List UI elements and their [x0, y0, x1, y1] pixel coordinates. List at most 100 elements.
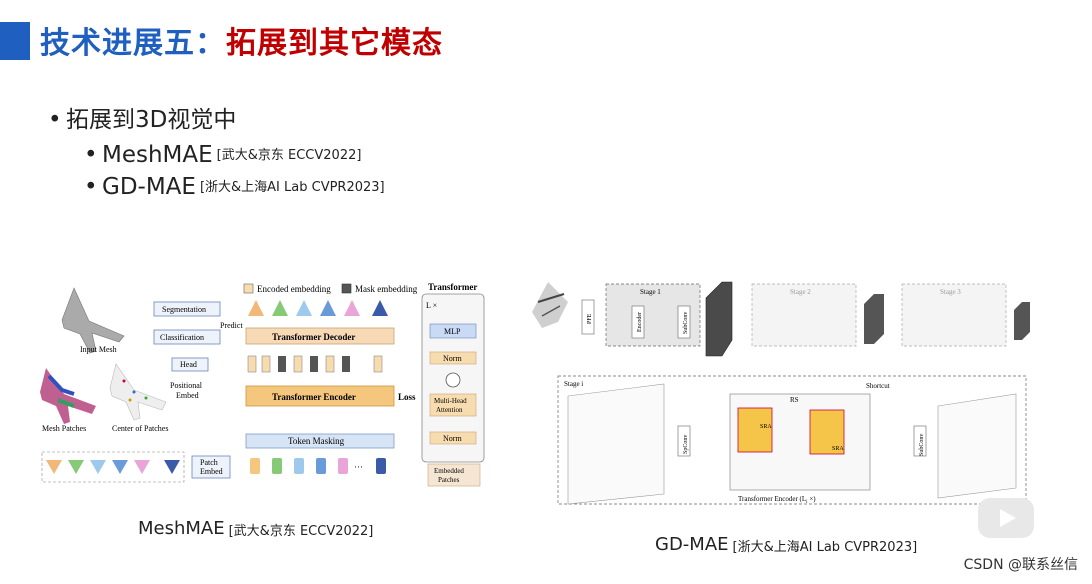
classification-label: Classification — [160, 333, 204, 342]
patch-embed-box — [191, 455, 231, 479]
stage3-label: Stage 3 — [940, 288, 961, 296]
add-icon — [445, 372, 461, 388]
meshmae-caption: MeshMAE[武大&京东 ECCV2022] — [138, 518, 373, 539]
transformer-repeat-label: L × — [426, 301, 437, 310]
shortcut-label: Shortcut — [866, 382, 890, 390]
pfe-label: PFE — [587, 313, 593, 324]
mesh-patches-icon — [40, 368, 96, 424]
stage2-box — [751, 283, 857, 347]
patch-embed-label-1: Patch — [200, 458, 218, 467]
predict-label: Predict — [220, 321, 243, 330]
patch-triangles — [46, 460, 180, 474]
meshmae-diagram: Encoded embedding Mask embedding Input M… — [40, 282, 485, 487]
mha-box — [429, 393, 477, 417]
positional-embed-label-2: Embed — [176, 391, 199, 400]
embedded-patches-box — [427, 463, 481, 487]
segmentation-box — [153, 301, 221, 317]
stage1-encoder — [631, 305, 645, 339]
legend-mask-label: Mask embedding — [355, 284, 418, 294]
stage1-label: Stage 1 — [640, 288, 661, 296]
stage1-subconv-label: SubConv — [683, 312, 689, 334]
gdmae-diagram: PFE Stage 1 Encoder SubConv Stage 2 Stag… — [532, 281, 1030, 505]
stagei-spconv — [677, 425, 691, 457]
rs-label: RS — [790, 396, 799, 404]
bullet-item-name: MeshMAE — [102, 142, 213, 168]
norm-label-1: Norm — [443, 354, 462, 363]
mesh-patches-label: Mesh Patches — [42, 424, 86, 433]
gdmae-caption: GD-MAE[浙大&上海AI Lab CVPR2023] — [655, 534, 917, 555]
video-play-button[interactable] — [978, 498, 1034, 538]
embedded-patches-label-1: Embedded — [434, 467, 464, 475]
input-token-row — [250, 458, 386, 474]
stage2-label: Stage 2 — [790, 288, 811, 296]
mlp-box — [429, 323, 477, 339]
norm-box-2 — [429, 431, 477, 445]
legend-mask-swatch — [341, 283, 352, 294]
embedding-token-row — [247, 355, 383, 373]
token-masking-block — [245, 433, 395, 449]
page-title: 技术进展五：拓展到其它模态 — [40, 18, 443, 62]
transformer-encoder-block — [245, 385, 395, 407]
stage1-encoder-label: Encoder — [637, 312, 643, 332]
bullet-main-text: 拓展到3D视觉中 — [66, 107, 237, 133]
stagei-spconv-label: SpConv — [683, 435, 689, 454]
norm-label-2: Norm — [443, 434, 462, 443]
token-masking-label: Token Masking — [288, 436, 345, 446]
mha-label-1: Multi-Head — [434, 397, 467, 405]
legend-encoded-label: Encoded embedding — [257, 284, 331, 294]
predicted-triangles — [248, 300, 388, 316]
airplane-icon — [61, 287, 125, 354]
head-label: Head — [180, 360, 197, 369]
mlp-label: MLP — [444, 327, 461, 336]
gdmae-caption-name: GD-MAE — [655, 534, 729, 555]
title-part1: 技术进展五： — [40, 26, 226, 61]
mha-label-2: Attention — [436, 406, 463, 414]
input-mesh-label: Input Mesh — [80, 345, 117, 354]
title-accent-bar — [0, 22, 30, 60]
classification-box — [153, 329, 221, 345]
center-patches-icon — [109, 363, 167, 421]
input-voxel-plane — [567, 383, 665, 505]
stagei-subconv — [913, 425, 927, 457]
center-patches-label: Center of Patches — [112, 424, 168, 433]
bullet-item-name: GD-MAE — [102, 174, 196, 200]
transformer-detail-title: Transformer — [428, 282, 477, 292]
patch-group-box — [41, 451, 185, 483]
watermark-text: CSDN @联系丝信 — [963, 557, 1078, 573]
transformer-decoder-label: Transformer Decoder — [272, 332, 355, 342]
bullet-item-meshmae: •MeshMAE[武大&京东 ECCV2022] — [84, 142, 362, 168]
title-part2: 拓展到其它模态 — [226, 26, 443, 61]
head-box — [171, 357, 209, 372]
bullet-item-gdmae: •GD-MAE[浙大&上海AI Lab CVPR2023] — [84, 174, 385, 200]
stagei-subconv-label: SubConv — [919, 434, 925, 456]
sra-label-2: SRA — [832, 446, 844, 452]
positional-embed-label-1: Positional — [170, 381, 203, 390]
bullet-item-ref: [浙大&上海AI Lab CVPR2023] — [199, 180, 385, 195]
token-ellipsis: ··· — [354, 462, 363, 472]
meshmae-caption-ref: [武大&京东 ECCV2022] — [228, 524, 374, 539]
stage3-box — [901, 283, 1007, 347]
bullet-list: •拓展到3D视觉中 •MeshMAE[武大&京东 ECCV2022] •GD-M… — [48, 100, 385, 206]
feature-block-2 — [864, 294, 884, 344]
bullet-item-ref: [武大&京东 ECCV2022] — [216, 148, 362, 163]
transformer-encoder-label: Transformer Encoder — [272, 392, 356, 402]
feature-block-3 — [1014, 302, 1030, 340]
norm-box-1 — [429, 351, 477, 365]
pfe-box — [581, 299, 595, 335]
legend-encoded-swatch — [243, 283, 254, 294]
stage1-subconv — [677, 305, 691, 339]
gdmae-caption-ref: [浙大&上海AI Lab CVPR2023] — [732, 540, 918, 555]
bullet-main: •拓展到3D视觉中 — [48, 107, 237, 133]
output-voxel-plane — [937, 393, 1017, 499]
stagei-label: Stage i — [564, 380, 583, 388]
patch-embed-label-2: Embed — [200, 467, 223, 476]
sra-region-2 — [809, 409, 845, 455]
embedded-patches-label-2: Patches — [438, 476, 460, 484]
sra-label-1: SRA — [760, 424, 772, 430]
loss-label: Loss — [398, 392, 416, 402]
transformer-decoder-block — [245, 327, 395, 345]
sra-region-1 — [737, 407, 773, 453]
stagei-transformer-encoder-label: Transformer Encoder (Li ×) — [738, 495, 816, 505]
meshmae-caption-name: MeshMAE — [138, 518, 225, 539]
feature-block-1 — [705, 281, 733, 357]
